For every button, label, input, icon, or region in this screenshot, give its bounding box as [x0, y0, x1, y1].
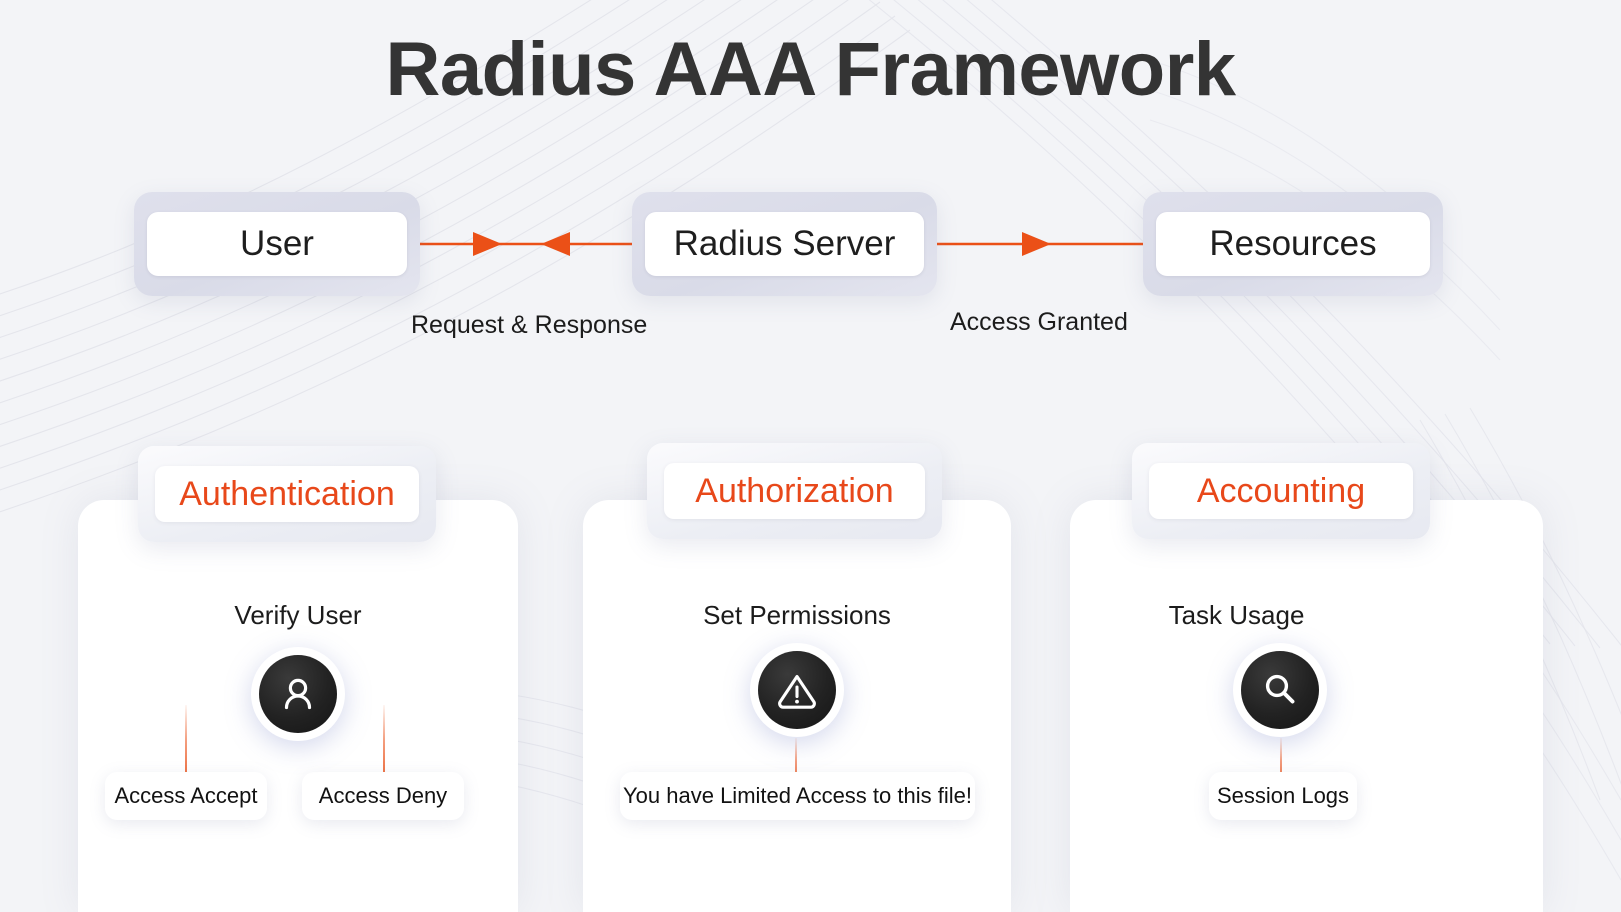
magnifying-glass-icon [1265, 674, 1295, 704]
arrowhead-left-icon [541, 232, 570, 256]
user-avatar-icon-disc [259, 655, 337, 733]
page-title: Radius AAA Framework [385, 27, 1236, 112]
arrowhead-right-icon [1022, 232, 1051, 256]
pill-access-deny[interactable]: Access Deny [302, 772, 464, 820]
connector-server-resources [934, 232, 1148, 256]
pill-session-logs[interactable]: Session Logs [1209, 772, 1357, 820]
section-header-accounting[interactable]: Accounting [1132, 443, 1430, 539]
user-avatar-icon-badge [251, 647, 345, 741]
panel-authentication-subtitle: Verify User [234, 600, 362, 630]
section-header-accounting-card: Accounting [1149, 463, 1413, 519]
panel-accounting-subtitle: Task Usage [1168, 600, 1305, 630]
warning-triangle-icon-badge [750, 643, 844, 737]
flow-node-user[interactable]: User [134, 192, 420, 296]
panel-authorization: Set Permissions You have Limited Access … [583, 500, 1011, 912]
flow-node-radius-server-label: Radius Server [673, 224, 896, 263]
arrowhead-right-icon [473, 232, 502, 256]
flow-node-radius-server[interactable]: Radius Server [632, 192, 937, 296]
flow-node-user-card: User [147, 212, 407, 276]
connector-label-access-granted: Access Granted [950, 308, 1128, 336]
flow-node-resources[interactable]: Resources [1143, 192, 1443, 296]
warning-triangle-icon-disc [758, 651, 836, 729]
pill-limited-access[interactable]: You have Limited Access to this file! [620, 772, 975, 820]
section-header-authorization[interactable]: Authorization [647, 443, 942, 539]
section-header-accounting-label: Accounting [1196, 471, 1366, 510]
user-avatar-icon [284, 678, 312, 710]
section-header-authentication-card: Authentication [155, 466, 419, 522]
warning-triangle-icon [778, 674, 816, 709]
pill-access-accept[interactable]: Access Accept [105, 772, 267, 820]
section-header-authorization-label: Authorization [695, 471, 894, 510]
section-header-authentication[interactable]: Authentication [138, 446, 436, 542]
panel-authorization-subtitle: Set Permissions [703, 600, 891, 630]
pill-access-accept-label: Access Accept [114, 783, 258, 808]
flow-node-radius-server-card: Radius Server [645, 212, 924, 276]
flow-node-resources-label: Resources [1209, 224, 1377, 263]
section-header-authorization-card: Authorization [664, 463, 925, 519]
panel-accounting: Task Usage Session Logs [1070, 500, 1543, 912]
magnifying-glass-icon-disc [1241, 651, 1319, 729]
connector-label-request-response: Request & Response [411, 311, 648, 339]
connector-user-server [418, 232, 640, 256]
flow-node-user-label: User [240, 224, 314, 263]
flow-node-resources-card: Resources [1156, 212, 1430, 276]
magnifying-glass-icon-badge [1233, 643, 1327, 737]
section-header-authentication-label: Authentication [179, 474, 395, 513]
pill-access-deny-label: Access Deny [318, 783, 448, 808]
pill-session-logs-label: Session Logs [1216, 783, 1350, 808]
panel-authentication: Verify User Access Accept Access Deny [78, 500, 518, 912]
pill-limited-access-label: You have Limited Access to this file! [623, 783, 972, 808]
